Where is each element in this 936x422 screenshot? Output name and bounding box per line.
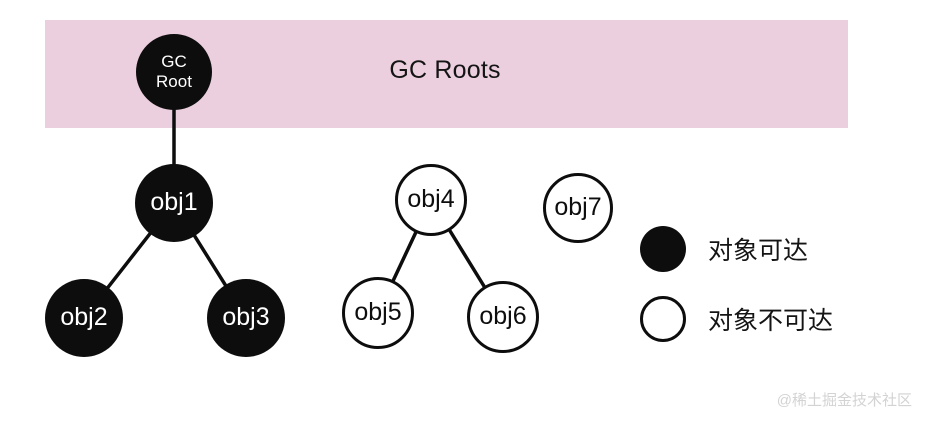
node-obj4[interactable]: obj4 bbox=[395, 164, 467, 236]
node-obj6-label: obj6 bbox=[479, 302, 527, 331]
node-obj4-label: obj4 bbox=[407, 185, 455, 214]
legend-row-unreachable: 对象不可达 bbox=[640, 296, 833, 342]
legend-swatch-reachable-icon bbox=[640, 226, 686, 272]
node-obj3-label: obj3 bbox=[222, 303, 270, 332]
watermark: @稀土掘金技术社区 bbox=[776, 392, 912, 409]
edge-obj1-to-obj3 bbox=[190, 230, 230, 291]
node-obj6[interactable]: obj6 bbox=[467, 281, 539, 353]
node-gcroot-label: GC bbox=[161, 51, 187, 71]
edge-obj4-to-obj6 bbox=[446, 225, 488, 292]
edge-obj1-to-obj2 bbox=[103, 228, 155, 293]
node-obj2-label: obj2 bbox=[60, 303, 108, 332]
legend-swatch-unreachable-icon bbox=[640, 296, 686, 342]
node-obj7[interactable]: obj7 bbox=[543, 173, 613, 243]
legend-row-reachable: 对象可达 bbox=[640, 226, 808, 272]
node-obj1-label: obj1 bbox=[150, 188, 198, 217]
node-obj5[interactable]: obj5 bbox=[342, 277, 414, 349]
node-gcroot-label-line2: Root bbox=[156, 72, 192, 91]
node-obj5-label: obj5 bbox=[354, 298, 402, 327]
gc-roots-band-label: GC Roots bbox=[389, 56, 501, 84]
node-obj2[interactable]: obj2 bbox=[45, 279, 123, 357]
legend-label-reachable: 对象可达 bbox=[708, 237, 809, 265]
node-obj7-label: obj7 bbox=[554, 193, 602, 222]
edge-obj4-to-obj5 bbox=[389, 227, 420, 286]
legend-label-unreachable: 对象不可达 bbox=[708, 307, 834, 335]
node-obj3[interactable]: obj3 bbox=[207, 279, 285, 357]
node-obj1[interactable]: obj1 bbox=[135, 164, 213, 242]
